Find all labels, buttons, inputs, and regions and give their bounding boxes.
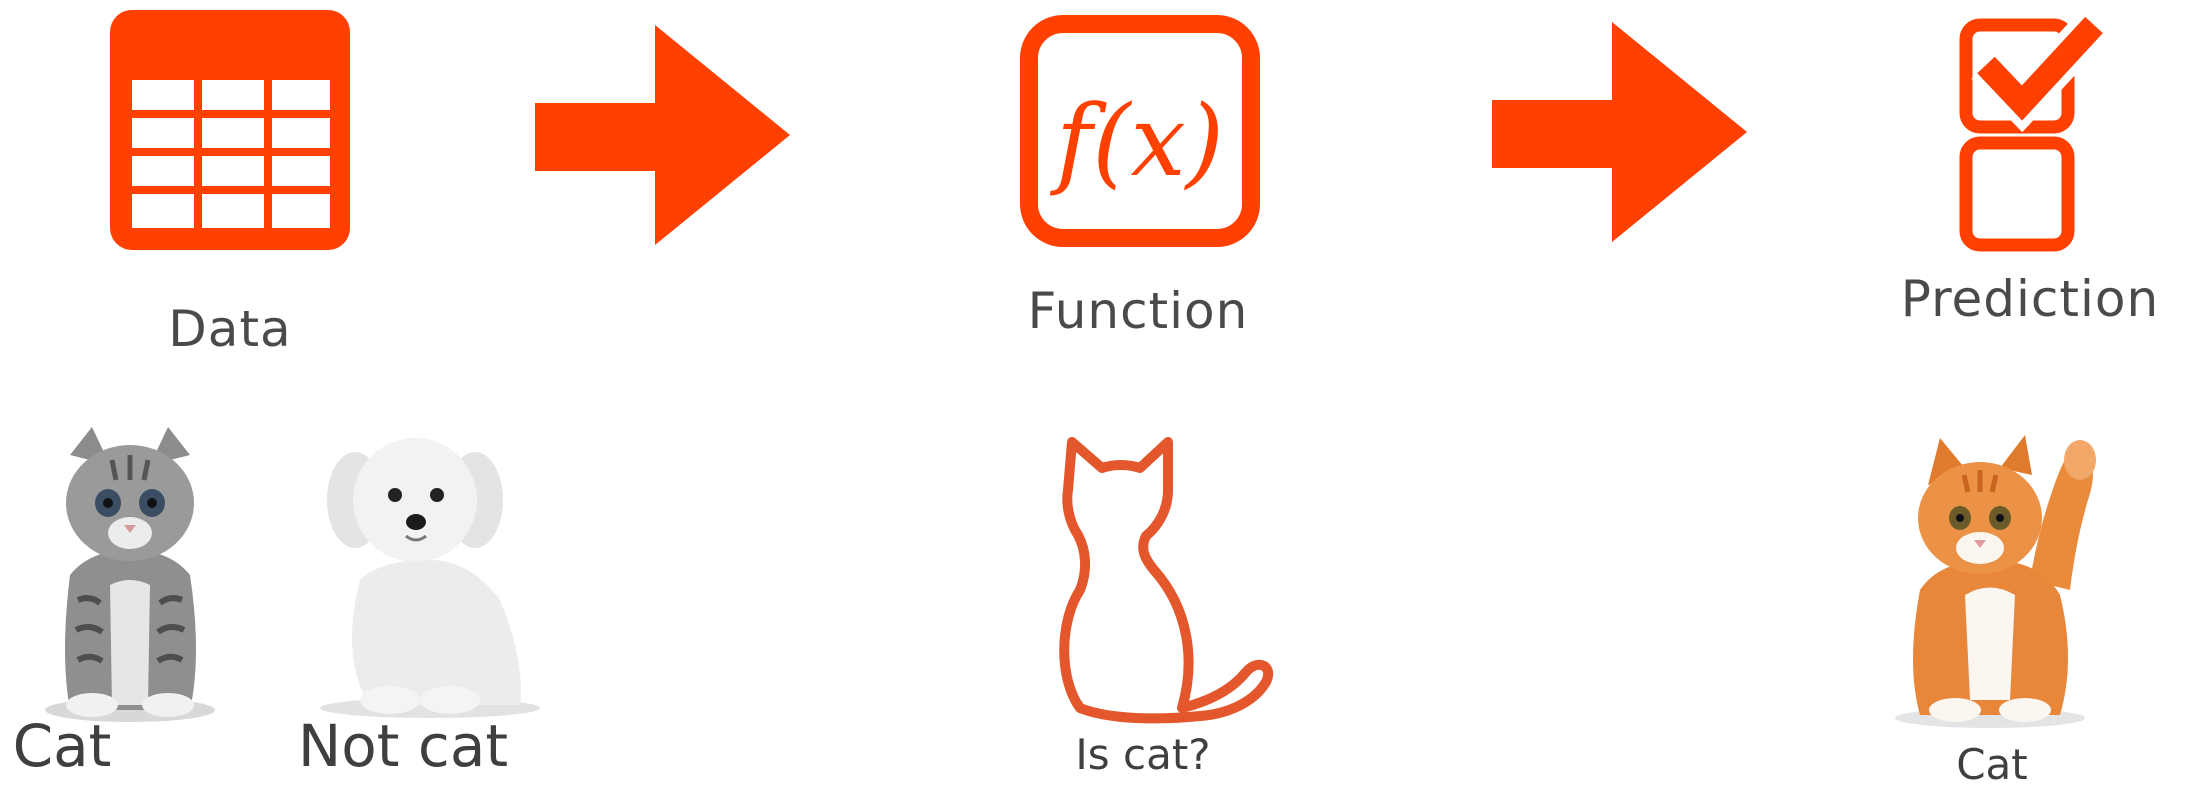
- function-label: Function: [1027, 282, 1249, 340]
- prediction-label: Prediction: [1900, 270, 2160, 328]
- checklist-icon: [1959, 11, 2109, 252]
- cat-example-label: Cat: [12, 712, 112, 780]
- table-icon: [110, 10, 350, 250]
- not-cat-example-label: Not cat: [297, 712, 509, 780]
- is-cat-label: Is cat?: [1075, 730, 1211, 779]
- white-puppy-photo: [320, 438, 540, 718]
- right-arrow-icon: [535, 25, 790, 245]
- cat-outline-icon: [1059, 437, 1273, 724]
- function-symbol: f(x): [1049, 85, 1224, 199]
- function-icon: f(x): [1020, 15, 1260, 247]
- cat-prediction-label: Cat: [1956, 740, 2028, 789]
- tabby-kitten-photo: [45, 427, 215, 722]
- right-arrow-icon: [1492, 22, 1747, 242]
- orange-kitten-photo: [1895, 435, 2096, 728]
- data-label: Data: [168, 300, 292, 358]
